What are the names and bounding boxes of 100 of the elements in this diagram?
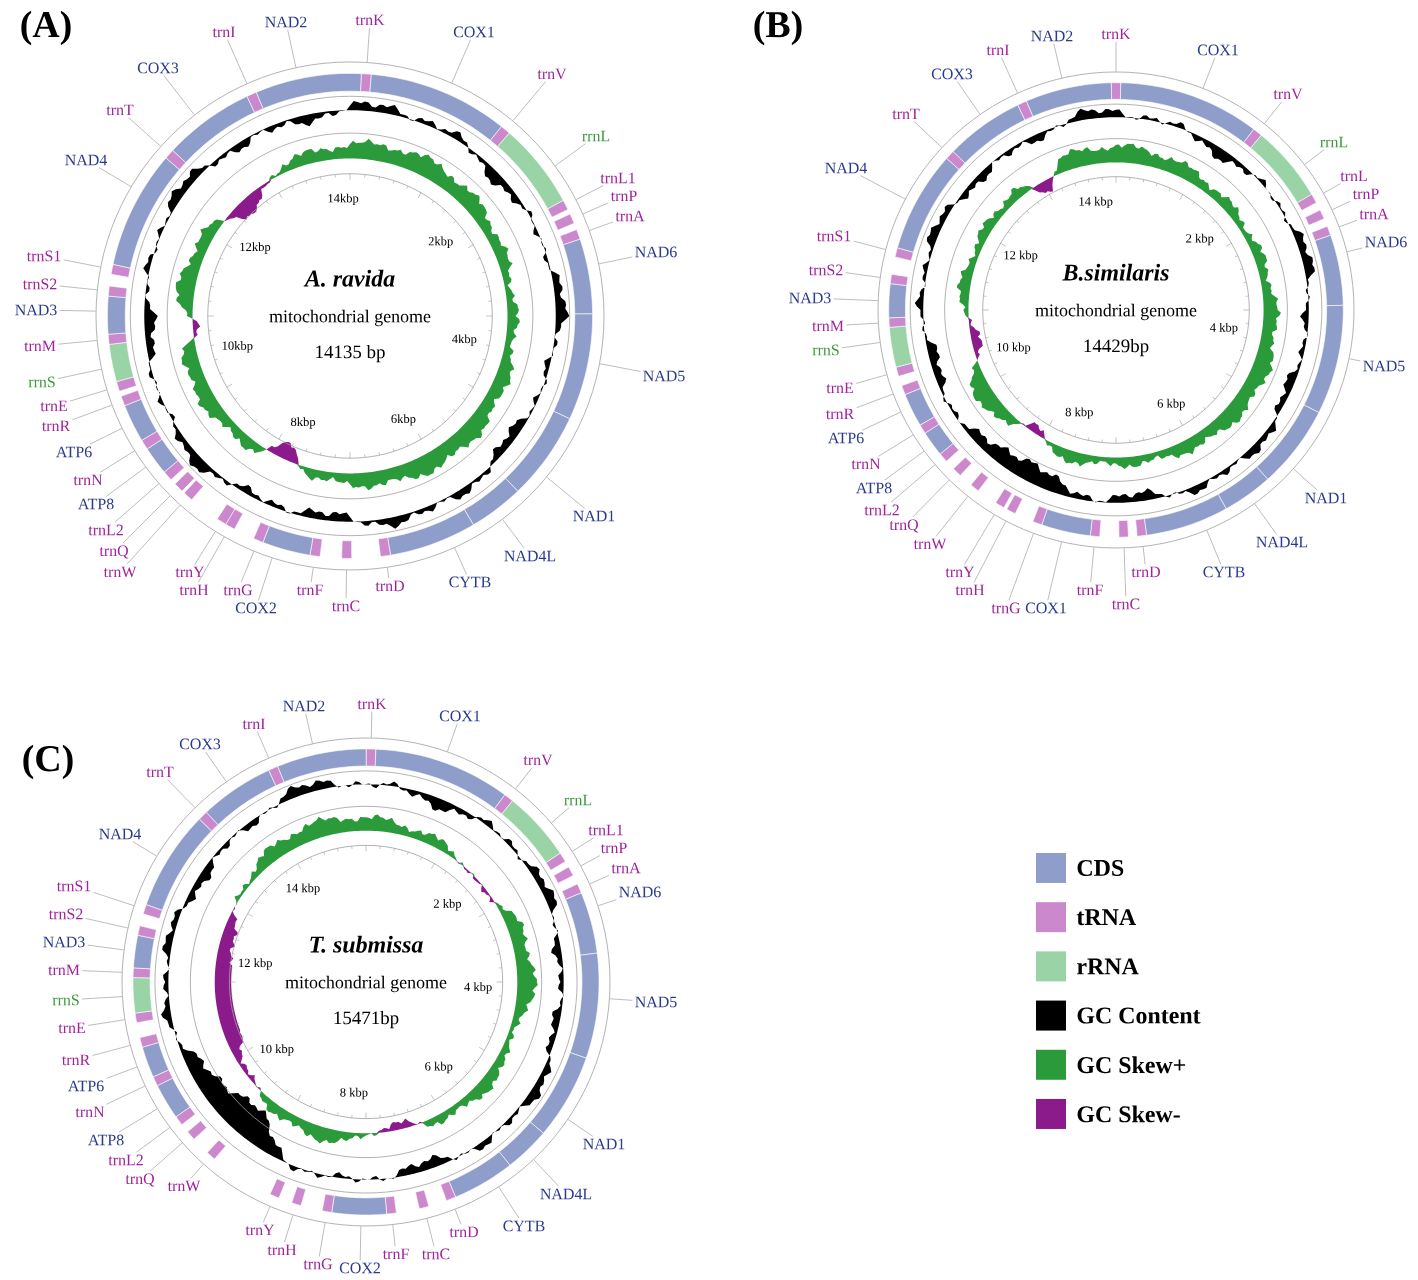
leader-line [92, 1045, 131, 1056]
leader-line [366, 27, 370, 63]
leader-line [447, 723, 458, 752]
leader-line [227, 39, 248, 84]
leader-line [599, 363, 641, 372]
leader-line [454, 547, 467, 575]
legend-label: GC Skew- [1077, 1105, 1180, 1123]
leader-line [846, 322, 879, 326]
leader-line [1142, 546, 1146, 565]
leader-line [63, 259, 101, 268]
leader-line [841, 342, 881, 349]
leader-line [114, 483, 160, 523]
leader-line [126, 504, 181, 565]
leader-line [1254, 503, 1277, 535]
leader-line [370, 711, 373, 738]
leader-line [957, 81, 981, 115]
leader-line [853, 240, 886, 250]
leader-line [935, 496, 968, 537]
leader-line [69, 389, 107, 402]
leader-line [87, 944, 125, 951]
leader-line [392, 1224, 396, 1247]
leader-line [345, 570, 347, 599]
leader-line [257, 731, 270, 759]
panel-label: (C) [23, 744, 73, 780]
legend-label: GC Skew+ [1077, 1056, 1186, 1074]
leader-line [57, 368, 102, 379]
leader-line [240, 551, 255, 583]
leader-line [1293, 468, 1318, 491]
leader-line [964, 514, 995, 565]
leader-line [515, 767, 533, 790]
leader-line [884, 450, 925, 481]
leader-line [546, 476, 585, 509]
leader-line [262, 1206, 271, 1223]
leader-line [132, 841, 157, 857]
panel-label: (A) [21, 10, 71, 46]
leader-line [258, 557, 273, 601]
leader-line [498, 1186, 520, 1219]
leader-line [1115, 41, 1117, 72]
leader-line [582, 202, 609, 215]
leader-line [426, 1218, 435, 1247]
leader-line [1008, 533, 1034, 601]
leader-line [1053, 43, 1063, 79]
leader-line [1264, 101, 1283, 124]
leader-line [973, 521, 1007, 583]
leader-line [589, 875, 610, 885]
leader-line [58, 340, 98, 345]
leader-line [72, 404, 113, 421]
leader-line [533, 1159, 560, 1187]
leader-line [87, 1019, 125, 1026]
leader-line [1202, 57, 1216, 89]
leader-line [149, 1142, 183, 1172]
leader-line [890, 464, 936, 503]
leader-line [589, 221, 614, 231]
leader-line [554, 143, 586, 167]
legend-label: CDS [1077, 859, 1124, 876]
leader-line [59, 285, 98, 291]
leader-line [845, 272, 881, 278]
leader-line [99, 450, 135, 473]
leader-line [386, 567, 390, 579]
leader-line [567, 1119, 594, 1137]
leader-line [190, 1164, 204, 1179]
leader-line [597, 899, 617, 907]
leader-line [194, 531, 216, 565]
legend-label: GC Content [1077, 1007, 1201, 1024]
leader-line [575, 185, 604, 200]
leader-line [1323, 183, 1341, 194]
leader-line [1349, 358, 1361, 362]
leader-line [1090, 547, 1095, 583]
leader-line [572, 837, 595, 852]
leader-line [59, 310, 96, 312]
leader-line [512, 81, 546, 122]
leader-line [106, 466, 146, 497]
leader-line [856, 393, 894, 409]
leader-line [1123, 547, 1127, 597]
legend-label: tRNA [1076, 909, 1136, 926]
leader-line [305, 713, 313, 744]
leader-line [106, 1066, 138, 1079]
leader-line [862, 411, 901, 431]
leader-line [1304, 149, 1325, 165]
leader-line [81, 996, 123, 1000]
leader-line [1346, 247, 1363, 253]
leader-line [878, 434, 914, 457]
leader-line [451, 39, 471, 84]
leader-line [106, 1085, 146, 1105]
leader-line [167, 779, 196, 808]
leader-line [609, 998, 633, 1001]
leader-line [284, 1214, 294, 1243]
leader-line [1206, 530, 1222, 565]
leader-line [89, 428, 123, 445]
leader-line [93, 892, 135, 906]
leader-line [454, 1209, 462, 1225]
leader-line [502, 519, 525, 549]
leader-line [855, 374, 887, 384]
leader-line [860, 175, 906, 200]
leader-line [98, 167, 132, 187]
leader-line [580, 855, 601, 867]
leader-line [1331, 200, 1351, 210]
panel-label: (B) [754, 10, 802, 46]
leader-line [833, 298, 879, 301]
leader-line [310, 567, 314, 583]
